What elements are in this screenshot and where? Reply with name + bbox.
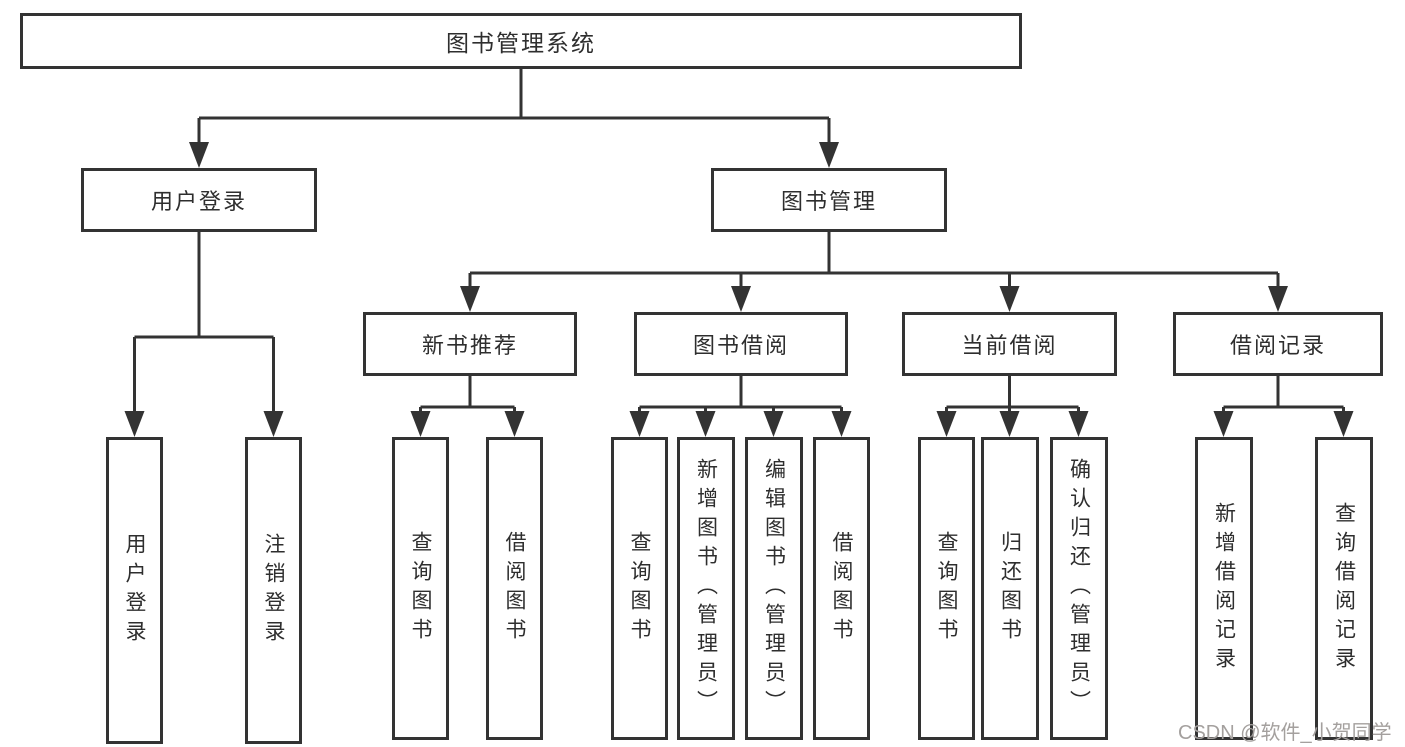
csdn-watermark: CSDN @软件_小贺同学 bbox=[1178, 722, 1392, 744]
leaf-borrow-books-2-label: 借阅图书 bbox=[830, 530, 853, 647]
leaf-query-books-3: 查询图书 bbox=[918, 437, 975, 740]
node-book-management: 图书管理 bbox=[711, 168, 947, 232]
node-user-login: 用户登录 bbox=[81, 168, 317, 232]
leaf-edit-books-admin: 编辑图书（管理员） bbox=[745, 437, 803, 740]
leaf-user-login: 用户登录 bbox=[106, 437, 163, 744]
leaf-borrow-books-2: 借阅图书 bbox=[813, 437, 870, 740]
node-book-management-label: 图书管理 bbox=[780, 189, 877, 214]
node-borrow-records: 借阅记录 bbox=[1173, 312, 1383, 376]
node-current-borrow-label: 当前借阅 bbox=[961, 333, 1058, 358]
node-book-borrow-label: 图书借阅 bbox=[692, 333, 789, 358]
leaf-logout-label: 注销登录 bbox=[262, 532, 285, 649]
leaf-user-login-label: 用户登录 bbox=[123, 532, 146, 649]
node-new-book-recommend-label: 新书推荐 bbox=[421, 333, 518, 358]
leaf-borrow-books-1-label: 借阅图书 bbox=[503, 530, 526, 647]
leaf-query-books-2-label: 查询图书 bbox=[628, 530, 651, 647]
node-borrow-records-label: 借阅记录 bbox=[1229, 333, 1326, 358]
leaf-confirm-return-admin-label: 确认归还（管理员） bbox=[1067, 458, 1091, 719]
leaf-add-borrow-record-label: 新增借阅记录 bbox=[1212, 501, 1236, 676]
node-library-system-label: 图书管理系统 bbox=[446, 30, 596, 56]
leaf-logout: 注销登录 bbox=[245, 437, 302, 744]
leaf-add-books-admin: 新增图书（管理员） bbox=[677, 437, 735, 740]
node-library-system: 图书管理系统 bbox=[20, 13, 1022, 69]
leaf-query-books-2: 查询图书 bbox=[611, 437, 668, 740]
leaf-borrow-books-1: 借阅图书 bbox=[486, 437, 543, 740]
node-new-book-recommend: 新书推荐 bbox=[363, 312, 577, 376]
leaf-edit-books-admin-label: 编辑图书（管理员） bbox=[762, 458, 786, 719]
node-user-login-label: 用户登录 bbox=[150, 189, 247, 214]
leaf-add-borrow-record: 新增借阅记录 bbox=[1195, 437, 1253, 740]
leaf-query-books-3-label: 查询图书 bbox=[935, 530, 958, 647]
leaf-return-books: 归还图书 bbox=[981, 437, 1039, 740]
node-current-borrow: 当前借阅 bbox=[902, 312, 1117, 376]
leaf-query-books-1-label: 查询图书 bbox=[409, 530, 432, 647]
leaf-add-books-admin-label: 新增图书（管理员） bbox=[694, 458, 718, 719]
leaf-query-borrow-record-label: 查询借阅记录 bbox=[1332, 501, 1356, 676]
node-book-borrow: 图书借阅 bbox=[634, 312, 848, 376]
leaf-query-books-1: 查询图书 bbox=[392, 437, 449, 740]
leaf-return-books-label: 归还图书 bbox=[998, 530, 1022, 647]
leaf-query-borrow-record: 查询借阅记录 bbox=[1315, 437, 1373, 740]
leaf-confirm-return-admin: 确认归还（管理员） bbox=[1050, 437, 1108, 740]
